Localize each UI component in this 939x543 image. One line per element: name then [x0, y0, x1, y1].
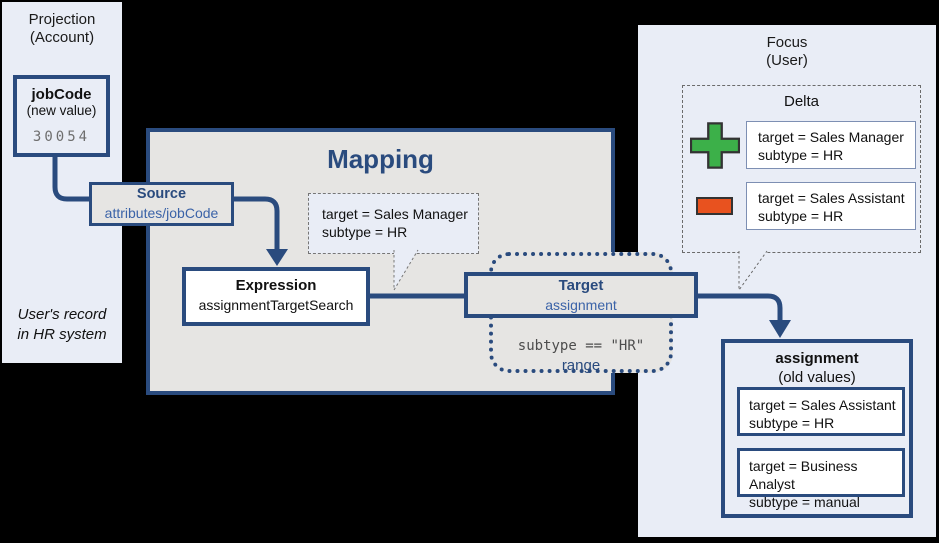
jobcode-box: jobCode (new value) 30054 [13, 75, 110, 157]
delta-removed-value: target = Sales Assistant subtype = HR [746, 182, 916, 230]
delta-box: Delta target = Sales Manager subtype = H… [682, 85, 921, 253]
focus-title: Focus (User) [766, 34, 808, 70]
range-condition: subtype == "HR" [517, 338, 645, 354]
range-label: range [561, 357, 601, 374]
minus-icon [696, 197, 733, 215]
expression-node: Expression assignmentTargetSearch [182, 267, 370, 326]
mapping-title: Mapping [327, 144, 434, 174]
mapping-result-bubble: target = Sales Manager subtype = HR [308, 193, 479, 254]
delta-title: Delta [783, 93, 820, 110]
assignment-value-row: target = Business Analyst subtype = manu… [737, 448, 905, 510]
source-node: Source attributes/jobCode [89, 182, 234, 226]
assignment-old-title: assignment (old values) [775, 350, 859, 387]
jobcode-qualifier: (new value) [26, 103, 97, 118]
delta-added-value: target = Sales Manager subtype = HR [746, 121, 916, 169]
projection-caption: User's record in HR system [17, 306, 107, 343]
plus-icon [689, 122, 741, 169]
assignment-old-values-box: assignment (old values) target = Sales A… [721, 339, 913, 518]
jobcode-value: 30054 [32, 129, 91, 145]
target-node: Target assignment [464, 272, 698, 318]
projection-title: Projection (Account) [28, 11, 96, 47]
assignment-value-row: target = Sales Assistant subtype = HR [737, 387, 905, 436]
jobcode-name: jobCode [31, 86, 92, 103]
